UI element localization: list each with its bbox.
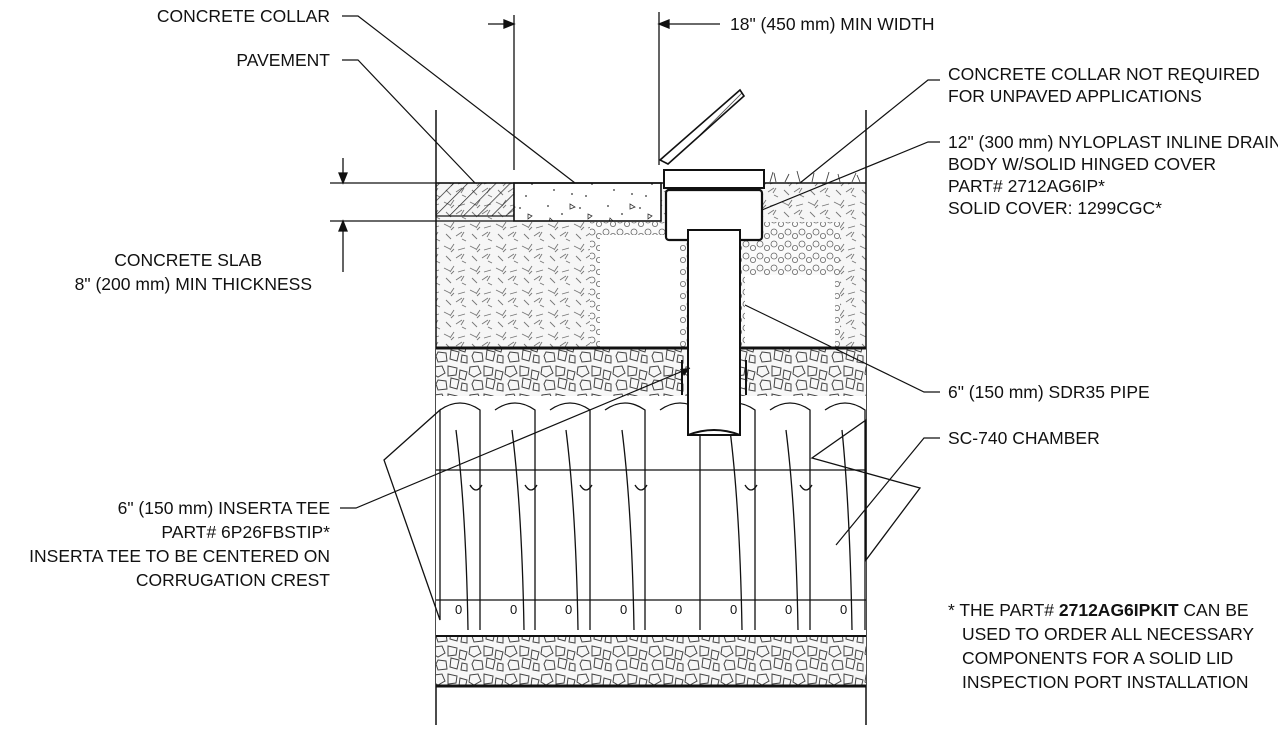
leader-chamber — [835, 437, 940, 546]
note-line-2: USED TO ORDER ALL NECESSARY — [962, 624, 1254, 644]
note-line-3: COMPONENTS FOR A SOLID LID — [962, 648, 1233, 668]
label-min-width: 18" (450 mm) MIN WIDTH — [730, 14, 935, 34]
label-slab-1: CONCRETE SLAB — [114, 250, 262, 270]
label-drain-body-4: SOLID COVER: 1299CGC* — [948, 198, 1162, 218]
svg-text:0: 0 — [785, 602, 792, 617]
arrowhead-tee — [680, 368, 690, 376]
svg-text:0: 0 — [730, 602, 737, 617]
sdr35-pipe — [687, 229, 741, 436]
svg-text:0: 0 — [510, 602, 517, 617]
label-drain-body-3: PART# 2712AG6IP* — [948, 176, 1105, 196]
stone-layer-upper — [436, 346, 866, 396]
leader-pipe — [744, 304, 940, 393]
label-tee-1: 6" (150 mm) INSERTA TEE — [118, 498, 330, 518]
slab-dimension — [330, 158, 514, 272]
leader-inserta-tee — [340, 367, 691, 509]
nyloplast-inline-drain — [658, 88, 765, 242]
hinged-cover — [658, 88, 746, 165]
inserta-tee — [681, 360, 747, 395]
label-drain-body-2: BODY W/SOLID HINGED COVER — [948, 154, 1216, 174]
label-pavement: PAVEMENT — [236, 50, 330, 70]
svg-text:0: 0 — [565, 602, 572, 617]
label-chamber: SC-740 CHAMBER — [948, 428, 1100, 448]
leader-collar-not-required — [799, 79, 940, 184]
concrete-slab — [513, 182, 662, 222]
stone-layer-lower — [436, 635, 866, 688]
leader-concrete-collar — [342, 15, 576, 184]
note-line-1: * THE PART# 2712AG6IPKIT CAN BE — [948, 600, 1249, 620]
svg-text:0: 0 — [675, 602, 682, 617]
svg-text:0: 0 — [840, 602, 847, 617]
label-drain-body-1: 12" (300 mm) NYLOPLAST INLINE DRAIN — [948, 132, 1278, 152]
width-dimension — [488, 12, 720, 170]
label-tee-4: CORRUGATION CREST — [136, 570, 330, 590]
grass-surface — [769, 170, 861, 183]
note-line-4: INSPECTION PORT INSTALLATION — [962, 672, 1249, 692]
label-slab-2: 8" (200 mm) MIN THICKNESS — [75, 274, 312, 294]
label-pipe: 6" (150 mm) SDR35 PIPE — [948, 382, 1150, 402]
leader-drain-body — [761, 141, 940, 211]
pavement-section — [435, 182, 515, 217]
label-collar-not-required-2: FOR UNPAVED APPLICATIONS — [948, 86, 1202, 106]
svg-text:0: 0 — [620, 602, 627, 617]
label-tee-3: INSERTA TEE TO BE CENTERED ON — [29, 546, 330, 566]
svg-text:0: 0 — [455, 602, 462, 617]
sc-740-chamber: 0 0 0 0 0 0 0 0 — [383, 396, 922, 636]
label-concrete-collar: CONCRETE COLLAR — [157, 6, 330, 26]
label-tee-2: PART# 6P26FBSTIP* — [161, 522, 330, 542]
label-collar-not-required-1: CONCRETE COLLAR NOT REQUIRED — [948, 64, 1260, 84]
leader-pavement — [342, 59, 476, 184]
